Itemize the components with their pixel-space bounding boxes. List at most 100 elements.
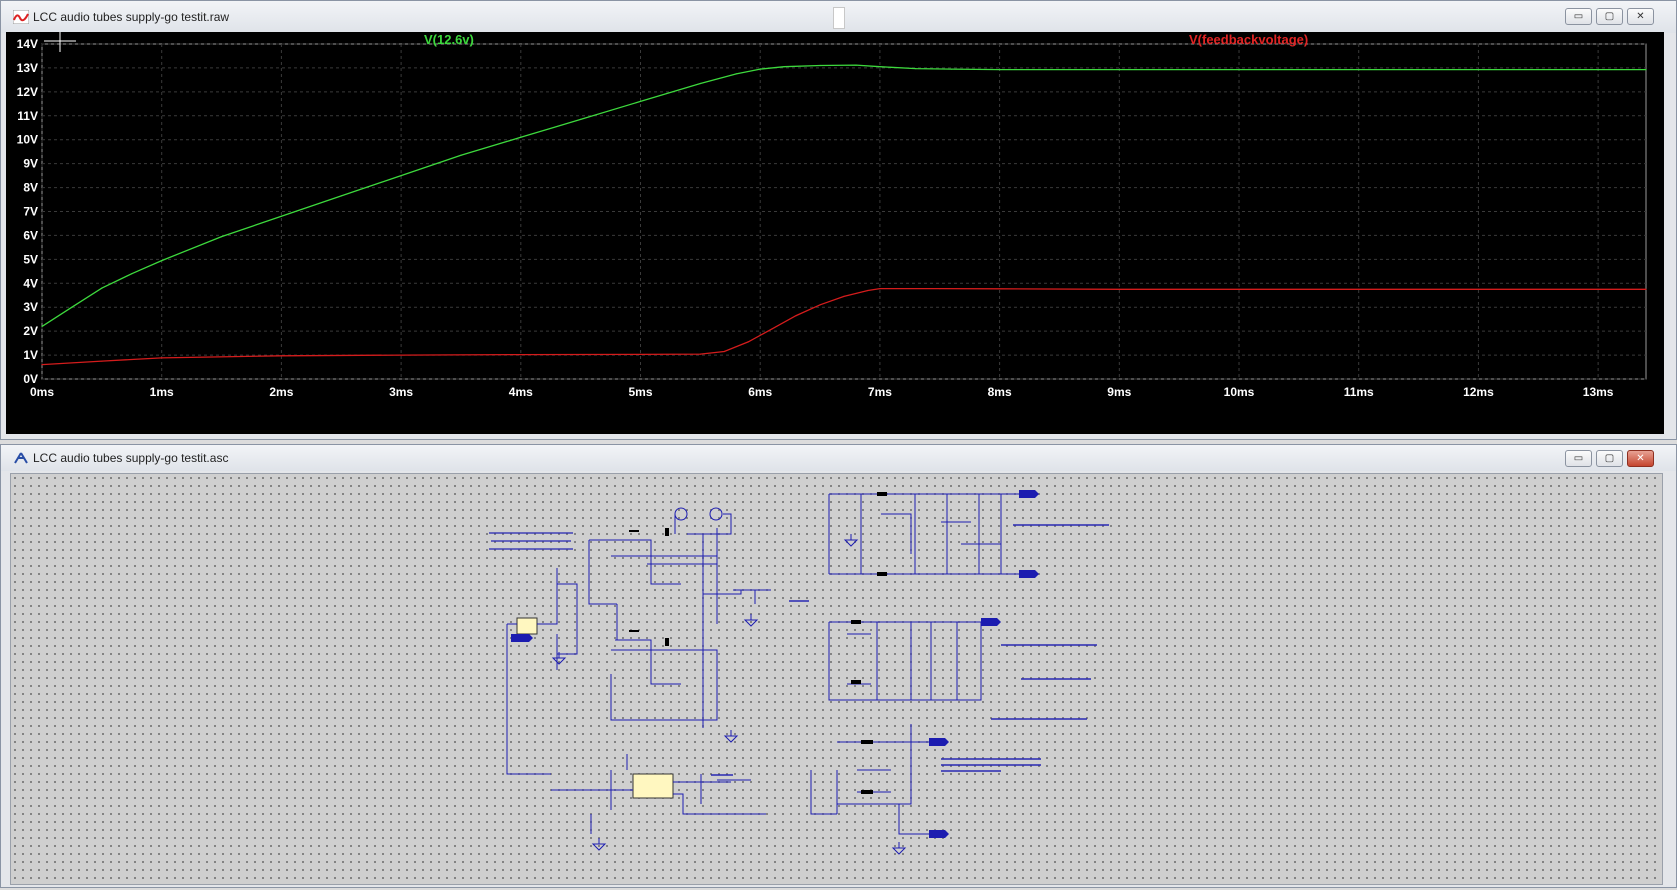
series-2-point [1645,288,1647,290]
maximize-button[interactable]: ▢ [1596,450,1623,467]
series-1-point [71,306,73,308]
series-1-point [759,68,761,70]
series-1-point [580,118,582,120]
series-2-point [161,357,163,359]
series-2-point [280,355,282,357]
series-1-point [819,64,821,67]
y-tick-label: 14V [17,37,38,51]
series-1-point [101,287,103,289]
trace-label-vfeedback[interactable]: V(feedbackvoltage) [1189,32,1308,47]
series-2-point [819,304,821,306]
series-1-point [951,68,953,70]
series-1-point [1597,69,1599,71]
x-tick-label: 7ms [868,385,892,399]
series-1-point [400,175,402,177]
series-1-point [879,66,881,68]
cursor-crosshair-icon [44,32,76,52]
series-1-point [460,154,462,156]
series-1-point [699,82,702,85]
rectifier-circuit-1 [828,493,1036,575]
y-tick-label: 11V [17,109,38,123]
y-tick-label: 8V [23,181,38,195]
schematic-titlebar[interactable]: LCC audio tubes supply-go testit.asc ▭ ▢… [1,445,1676,471]
close-button[interactable]: ✕ [1627,8,1654,25]
series-2-point [1238,288,1240,290]
y-tick-label: 3V [23,300,38,314]
schematic-window-title: LCC audio tubes supply-go testit.asc [33,451,229,465]
traces [41,64,1647,366]
x-tick-label: 1ms [150,385,174,399]
series-2-point [520,354,522,356]
series-2-point [699,353,702,355]
waveform-window: LCC audio tubes supply-go testit.raw ▭ ▢… [0,0,1677,440]
x-tick-label: 3ms [389,385,413,399]
minimize-button[interactable]: ▭ [1565,8,1592,25]
optocoupler-circuit [551,754,766,834]
schematic-drawing[interactable] [11,474,1662,884]
series-2-point [795,315,797,317]
net-flags [511,490,1039,838]
rectifier-circuit-2 [828,621,996,701]
series-1-point [1645,69,1647,71]
trace-label-v12v6[interactable]: V(12.6v) [424,32,474,47]
maximize-button[interactable]: ▢ [1596,8,1623,25]
series-1-point [1358,69,1360,71]
series-2-point [400,354,402,356]
series-1-point [735,73,737,75]
window-splitter-handle[interactable] [833,7,845,29]
x-tick-label: 12ms [1463,385,1494,399]
series-line-1[interactable] [41,64,1646,327]
series-2-point [879,288,881,290]
x-tick-label: 4ms [509,385,533,399]
series-2-point [723,350,725,353]
x-tick-label: 11ms [1344,385,1374,399]
x-tick-label: 13ms [1583,385,1614,399]
series-1-point [915,68,917,70]
y-tick-label: 6V [23,228,38,242]
ground-symbols [551,534,907,855]
series-1-point [855,64,857,66]
series-1-point [999,69,1001,71]
y-tick-label: 4V [23,276,38,290]
minimize-button[interactable]: ▭ [1565,450,1592,467]
series-2-point [1358,288,1360,290]
x-tick-label: 6ms [748,385,772,399]
y-tick-label: 0V [23,372,38,386]
schematic-window: LCC audio tubes supply-go testit.asc ▭ ▢… [0,444,1677,888]
y-tick-label: 7V [23,205,38,219]
series-1-point [280,215,282,217]
series-line-2[interactable] [41,287,1646,366]
series-2-point [843,295,845,297]
series-1-point [221,236,223,238]
series-2-point [999,288,1001,290]
schematic-canvas[interactable] [10,473,1663,885]
component-symbols [629,492,887,794]
y-tick-label: 10V [17,133,38,147]
rectifier-circuit-3 [810,724,931,835]
y-tick-label: 1V [23,348,38,362]
series-1-point [1477,69,1479,71]
series-1-point [783,66,785,68]
series-2-point [1597,288,1599,290]
series-1-point [161,260,163,262]
series-1-point [340,195,342,197]
x-tick-label: 10ms [1224,385,1255,399]
x-tick-label: 8ms [988,385,1012,399]
y-tick-label: 13V [17,61,38,75]
series-2-point [771,328,773,330]
series-2-point [939,288,941,290]
x-tick-label: 0ms [30,385,54,399]
waveform-titlebar[interactable]: LCC audio tubes supply-go testit.raw ▭ ▢… [1,1,1676,33]
y-tick-label: 5V [23,252,38,266]
series-1-point [1238,69,1240,71]
series-2-point [41,364,43,366]
series-1-point [131,273,133,275]
y-tick-label: 2V [23,324,38,338]
x-tick-label: 2ms [269,385,293,399]
plot-grid [41,43,1647,380]
close-button[interactable]: ✕ [1627,450,1654,467]
